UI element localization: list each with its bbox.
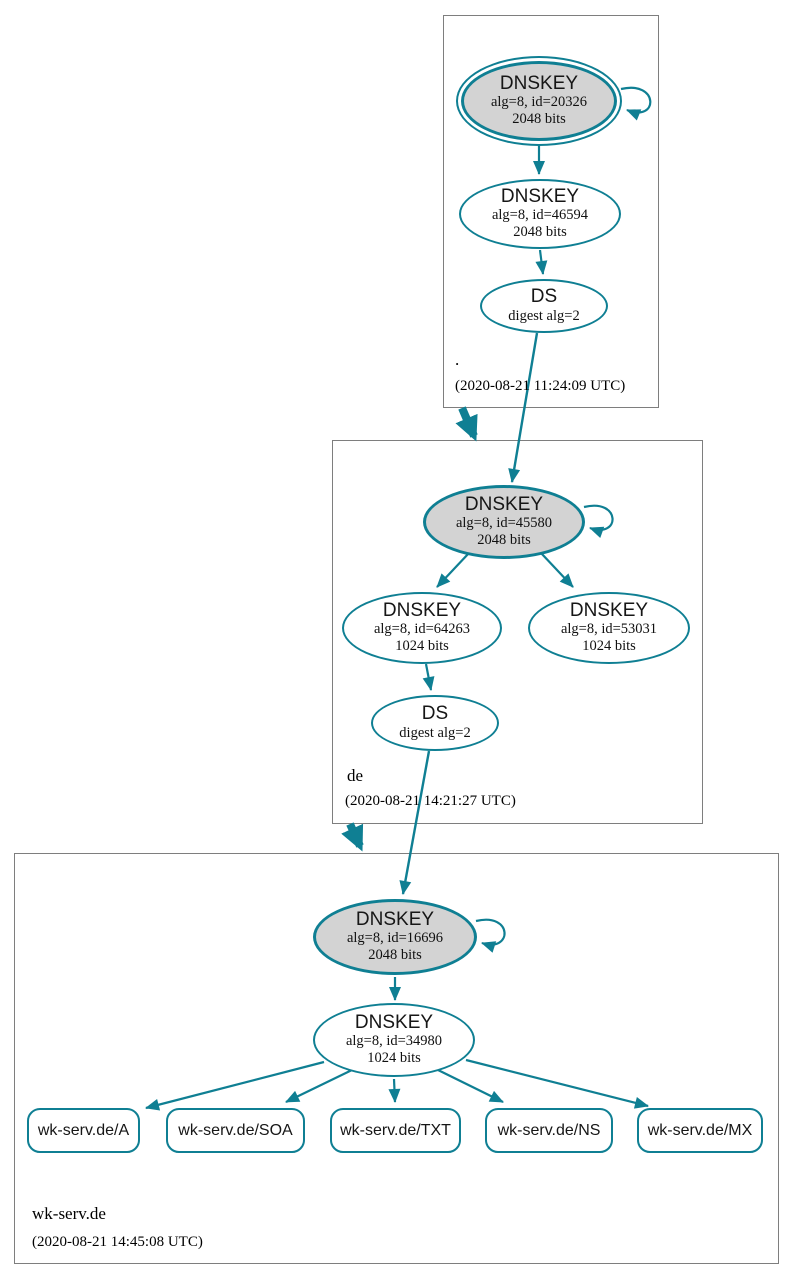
dnskey-node-16696[interactable]: DNSKEY alg=8, id=16696 2048 bits xyxy=(313,899,477,975)
zone-label-root: . xyxy=(455,350,460,369)
zone-timestamp-de: (2020-08-21 14:21:27 UTC) xyxy=(345,793,516,809)
node-title: DS xyxy=(421,703,449,725)
zone-box-root xyxy=(443,15,659,408)
node-detail: 1024 bits xyxy=(367,1050,421,1067)
dnskey-node-64263[interactable]: DNSKEY alg=8, id=64263 1024 bits xyxy=(342,592,502,664)
dnskey-node-46594[interactable]: DNSKEY alg=8, id=46594 2048 bits xyxy=(459,179,621,249)
node-detail: digest alg=2 xyxy=(508,307,580,324)
node-detail: 1024 bits xyxy=(582,638,636,655)
node-detail: alg=8, id=45580 xyxy=(455,515,553,532)
node-title: DNSKEY xyxy=(499,72,579,94)
rrset-node-wk-serv-de-soa[interactable]: wk-serv.de/SOA xyxy=(166,1108,305,1153)
zone-label-de: de xyxy=(347,766,364,785)
rrset-label: wk-serv.de/A xyxy=(37,1121,130,1139)
node-detail: 1024 bits xyxy=(395,638,449,655)
rrset-label: wk-serv.de/MX xyxy=(647,1121,753,1139)
node-detail: digest alg=2 xyxy=(399,724,471,741)
node-title: DNSKEY xyxy=(354,1011,434,1033)
ds-node-root[interactable]: DS digest alg=2 xyxy=(480,279,608,333)
node-detail: alg=8, id=34980 xyxy=(345,1033,443,1050)
node-detail: alg=8, id=46594 xyxy=(491,207,589,224)
edge-delegation-de-to-wk xyxy=(341,822,364,852)
dnskey-node-34980[interactable]: DNSKEY alg=8, id=34980 1024 bits xyxy=(313,1003,475,1077)
node-title: DNSKEY xyxy=(464,493,544,515)
zone-timestamp-root: (2020-08-21 11:24:09 UTC) xyxy=(455,378,626,394)
node-title: DS xyxy=(530,286,558,308)
node-detail: alg=8, id=16696 xyxy=(346,930,444,947)
edge-delegation-root-to-de xyxy=(455,406,478,442)
node-title: DNSKEY xyxy=(500,185,580,207)
rrset-label: wk-serv.de/NS xyxy=(497,1121,601,1139)
node-detail: alg=8, id=20326 xyxy=(490,94,588,111)
rrset-node-wk-serv-de-mx[interactable]: wk-serv.de/MX xyxy=(637,1108,763,1153)
node-detail: 2048 bits xyxy=(513,224,567,241)
node-detail: alg=8, id=64263 xyxy=(373,621,471,638)
zone-label-wk-serv-de: wk-serv.de xyxy=(32,1204,106,1223)
rrset-node-wk-serv-de-txt[interactable]: wk-serv.de/TXT xyxy=(330,1108,461,1153)
node-detail: 2048 bits xyxy=(477,532,531,549)
node-title: DNSKEY xyxy=(569,599,649,621)
rrset-node-wk-serv-de-ns[interactable]: wk-serv.de/NS xyxy=(485,1108,613,1153)
rrset-label: wk-serv.de/TXT xyxy=(340,1121,451,1139)
rrset-label: wk-serv.de/SOA xyxy=(178,1121,293,1139)
dnskey-node-20326[interactable]: DNSKEY alg=8, id=20326 2048 bits xyxy=(461,61,617,141)
node-title: DNSKEY xyxy=(382,599,462,621)
node-detail: 2048 bits xyxy=(368,947,422,964)
dnskey-node-53031[interactable]: DNSKEY alg=8, id=53031 1024 bits xyxy=(528,592,690,664)
rrset-node-wk-serv-de-a[interactable]: wk-serv.de/A xyxy=(27,1108,140,1153)
dnskey-node-45580[interactable]: DNSKEY alg=8, id=45580 2048 bits xyxy=(423,485,585,559)
node-detail: 2048 bits xyxy=(512,111,566,128)
zone-timestamp-wk-serv-de: (2020-08-21 14:45:08 UTC) xyxy=(32,1234,203,1250)
zone-box-wk-serv-de xyxy=(14,853,779,1264)
node-title: DNSKEY xyxy=(355,908,435,930)
node-detail: alg=8, id=53031 xyxy=(560,621,658,638)
ds-node-de[interactable]: DS digest alg=2 xyxy=(371,695,499,751)
